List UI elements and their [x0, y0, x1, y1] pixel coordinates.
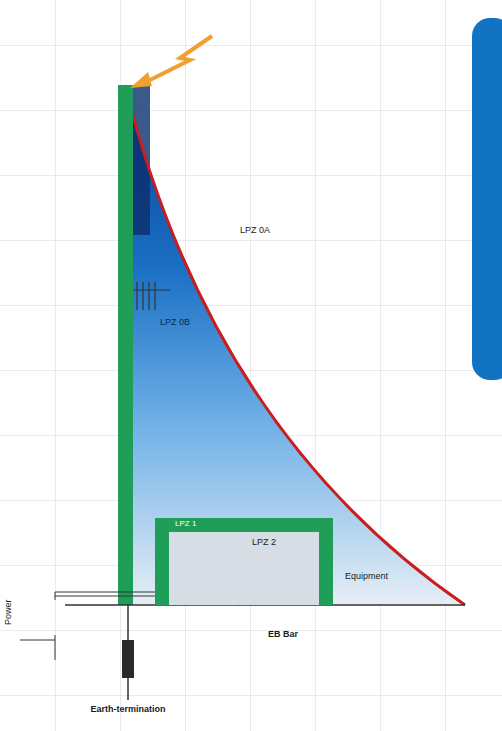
zone-caption: Equipment: [345, 572, 388, 582]
antenna: [133, 282, 170, 310]
tower: [118, 85, 133, 605]
lightning-bolt: [130, 36, 212, 88]
zone-label: LPZ 2: [252, 538, 276, 548]
earth-electrode: [122, 605, 134, 700]
rolling-sphere-curve: [125, 85, 465, 605]
zone-caption: Earth-termination: [90, 705, 165, 715]
zone-frame: LPZ 1 LPZ 2: [155, 518, 333, 605]
zone-caption: Power: [4, 599, 14, 625]
zone-caption: LPZ 0A: [240, 226, 270, 236]
zone-fill: [125, 85, 465, 605]
side-panel: [472, 18, 502, 380]
zone-caption: LPZ 0B: [160, 318, 190, 328]
zone-caption: EB Bar: [268, 630, 298, 640]
zone-label: LPZ 1: [175, 520, 196, 529]
zone-area: LPZ 2: [169, 532, 319, 605]
